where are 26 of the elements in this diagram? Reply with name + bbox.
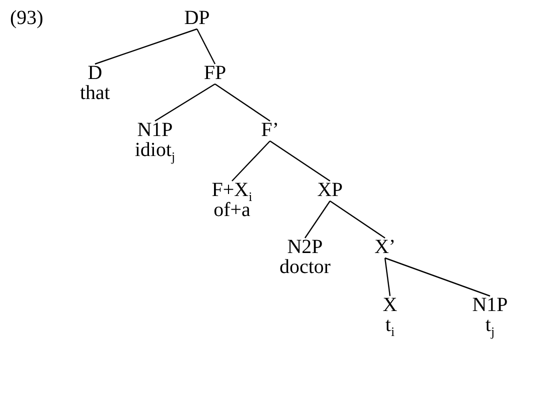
branch-line bbox=[154, 83, 216, 122]
category-label: XP bbox=[317, 180, 343, 200]
category-label: X’ bbox=[374, 237, 396, 257]
category-label: N2P bbox=[287, 237, 323, 257]
branch-line bbox=[270, 140, 330, 182]
category-label: DP bbox=[184, 8, 210, 28]
word-label: of+a bbox=[214, 200, 250, 220]
word-label: that bbox=[80, 83, 110, 103]
category-label: D bbox=[88, 63, 102, 83]
branch-line bbox=[384, 258, 391, 296]
category-label: FP bbox=[204, 63, 226, 83]
category-label: F+X$_{i}$ bbox=[212, 180, 252, 200]
word-label: t$_{i}$ bbox=[385, 315, 395, 335]
category-label: X bbox=[382, 295, 398, 315]
category-label: N1P bbox=[137, 120, 173, 140]
example-number: (93) bbox=[10, 8, 44, 28]
branch-line bbox=[384, 257, 490, 297]
word-label: doctor bbox=[279, 257, 331, 277]
category-label: F’ bbox=[261, 120, 279, 140]
branch-line bbox=[196, 28, 216, 64]
branch-line bbox=[94, 28, 198, 65]
branch-line bbox=[214, 84, 270, 122]
branch-line bbox=[330, 200, 386, 238]
branch-line bbox=[232, 140, 270, 182]
branch-line bbox=[304, 200, 330, 238]
category-label: N1P bbox=[472, 295, 508, 315]
